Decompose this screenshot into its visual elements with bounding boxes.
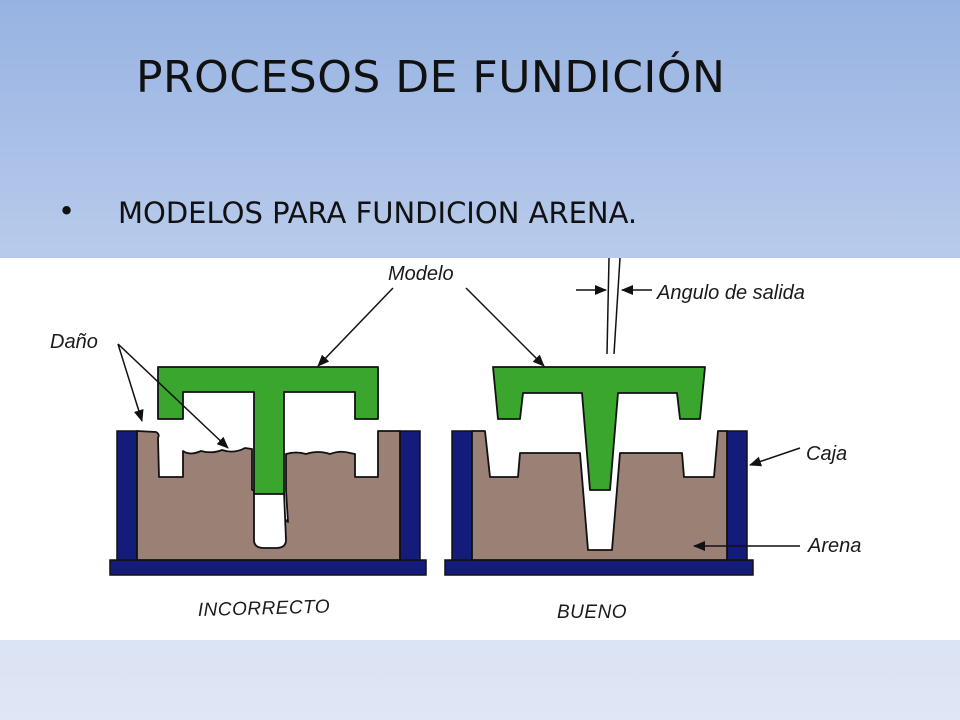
- correct-mold: [444, 366, 754, 576]
- dano-arrow-1: [117, 343, 144, 422]
- angulo-guide-1: [606, 258, 610, 355]
- label-dano: Daño: [50, 331, 98, 353]
- caja-arrow: [749, 447, 801, 467]
- modelo-arrow-right: [465, 287, 545, 367]
- label-arena: Arena: [807, 535, 861, 557]
- pattern-left: [157, 366, 379, 495]
- bullet-dot: •: [58, 194, 76, 228]
- incorrect-mold: [109, 366, 427, 576]
- flask-wall-left-a: [116, 430, 138, 561]
- flask-wall-left-b: [399, 430, 421, 561]
- casting-pattern-diagram: Modelo Angulo de salida Daño Caja Arena …: [0, 258, 960, 640]
- caption-bueno: BUENO: [557, 602, 627, 623]
- pattern-right: [492, 366, 706, 491]
- label-modelo: Modelo: [388, 263, 454, 285]
- dano-arrow-2: [117, 343, 229, 449]
- bullet-text: MODELOS PARA FUNDICION ARENA.: [118, 196, 638, 230]
- flask-base-left: [109, 559, 427, 576]
- void-left: [253, 491, 287, 549]
- angulo-guide-2: [613, 258, 621, 355]
- annotations: [117, 258, 801, 551]
- flask-wall-right-a: [451, 430, 473, 561]
- label-caja: Caja: [806, 443, 847, 465]
- slide-title: PROCESOS DE FUNDICIÓN: [136, 52, 726, 103]
- flask-wall-right-b: [726, 430, 748, 561]
- label-angulo: Angulo de salida: [656, 282, 805, 304]
- sand-right: [471, 430, 728, 561]
- modelo-arrow-left: [317, 287, 394, 367]
- flask-base-right: [444, 559, 754, 576]
- caption-incorrecto: INCORRECTO: [198, 597, 331, 621]
